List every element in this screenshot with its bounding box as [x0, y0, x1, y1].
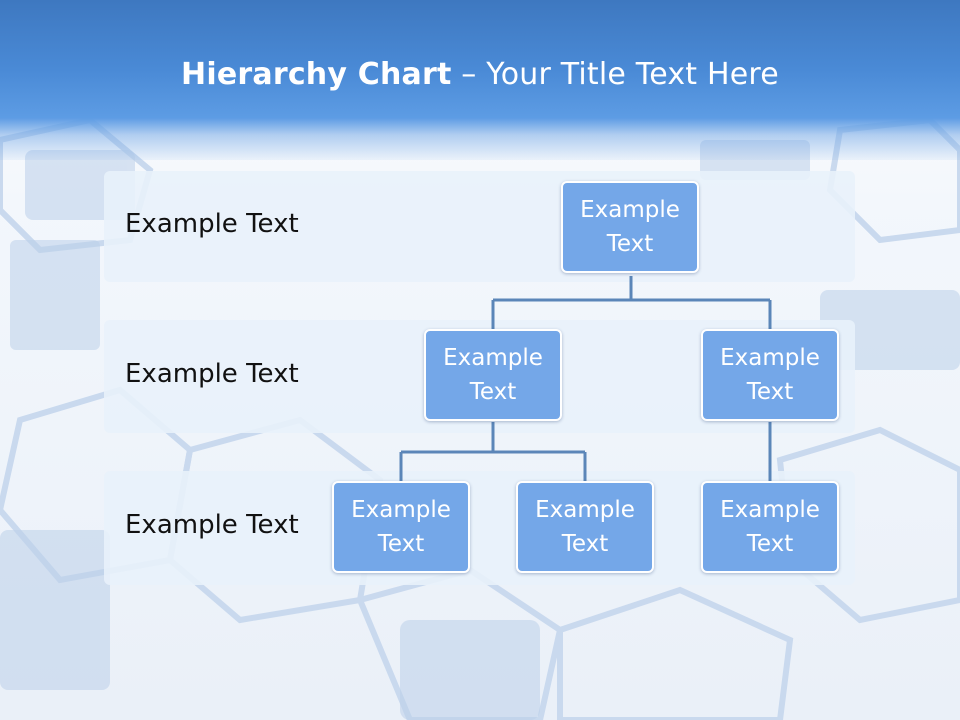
title-rest-part: – Your Title Text Here: [451, 57, 779, 92]
header-band: [0, 0, 960, 160]
title-bold-part: Hierarchy Chart: [181, 57, 452, 92]
row-label-level-1: Example Text: [125, 209, 299, 239]
node-level3-a: Example Text: [332, 481, 470, 573]
node-level3-c: Example Text: [701, 481, 839, 573]
node-root: Example Text: [561, 181, 699, 273]
node-level3-b: Example Text: [516, 481, 654, 573]
slide-title: Hierarchy Chart – Your Title Text Here: [0, 55, 960, 95]
row-label-level-3: Example Text: [125, 510, 299, 540]
row-band-level-1: [104, 171, 855, 282]
node-level2-left: Example Text: [424, 329, 562, 421]
row-label-level-2: Example Text: [125, 359, 299, 389]
node-level2-right: Example Text: [701, 329, 839, 421]
